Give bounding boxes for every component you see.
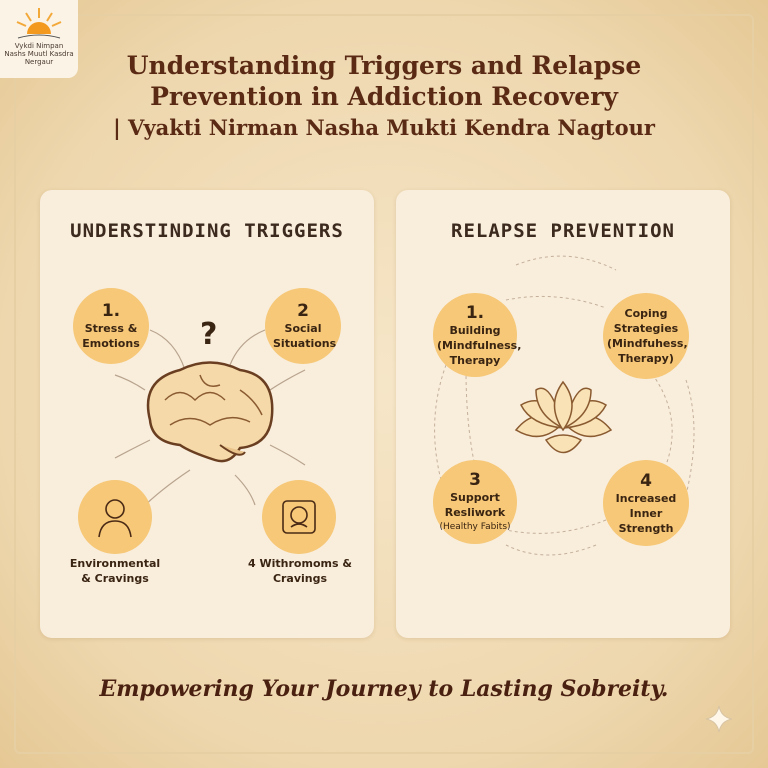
brain-arrows <box>114 329 306 511</box>
relapse-step-1: 1.Building (Mindfulness, Therapy <box>433 293 522 377</box>
step-1-number: 1. <box>465 302 485 323</box>
step-3-label: Support Resliwork <box>444 490 506 519</box>
trigger-1-label: Stress & Emotions <box>82 322 140 350</box>
lotus-icon <box>514 380 613 454</box>
triggers-panel: UNDERSTINDING TRIGGERS ? 1.Stress & Emot… <box>40 190 374 638</box>
person-icon <box>98 499 132 538</box>
trigger-4-circle <box>262 480 336 554</box>
trigger-1-number: 1. <box>101 301 121 321</box>
logo-text-2: Nashs Muutl Kasdra <box>4 50 74 58</box>
step-3-number: 3 <box>469 469 481 490</box>
title-line-3: | Vyakti Nirman Nasha Mukti Kendra Nagto… <box>113 115 655 140</box>
relapse-heading: RELAPSE PREVENTION <box>451 220 675 242</box>
page-title: Understanding Triggers and Relapse Preve… <box>0 50 768 143</box>
title-line-2: Prevention in Addiction Recovery <box>150 82 618 111</box>
trigger-3-circle <box>78 480 152 554</box>
step-1-label: Building (Mindfulness, Therapy <box>437 323 522 367</box>
step-2-label: Coping Strategies (Mindfuhess, Therapy) <box>607 307 688 365</box>
question-mark: ? <box>200 317 218 352</box>
step-3-note: (Healthy Fabits) <box>439 521 511 532</box>
sparkle-icon <box>705 705 733 733</box>
title-line-1: Understanding Triggers and Relapse <box>126 51 642 80</box>
trigger-2-number: 2 <box>297 301 309 321</box>
tagline: Empowering Your Journey to Lasting Sobre… <box>99 676 669 702</box>
step-4-label: Increased Inner Strength <box>615 491 677 535</box>
logo: Vykdi Nimpan Nashs Muutl Kasdra Nergaur <box>0 0 78 78</box>
trigger-1: 1.Stress & Emotions <box>73 288 149 364</box>
logo-text-3: Nergaur <box>24 58 54 66</box>
cycle-arrows <box>434 255 695 556</box>
trigger-2-label: Social Situations <box>273 322 337 350</box>
trigger-3-label: Environmental & Cravings <box>69 557 161 585</box>
triggers-heading: UNDERSTINDING TRIGGERS <box>70 220 344 242</box>
relapse-panel: RELAPSE PREVENTION 1.Building (Mindfulne… <box>396 190 730 638</box>
sun-icon <box>16 8 62 39</box>
step-4-number: 4 <box>640 470 652 491</box>
relapse-step-2: Coping Strategies (Mindfuhess, Therapy) <box>603 293 689 379</box>
puzzle-icon <box>282 500 316 534</box>
decorative-frame <box>14 14 754 754</box>
logo-text-1: Vykdi Nimpan <box>14 42 64 50</box>
trigger-4-label: 4 Withromoms & Cravings <box>248 557 352 585</box>
brain-icon <box>146 361 274 463</box>
